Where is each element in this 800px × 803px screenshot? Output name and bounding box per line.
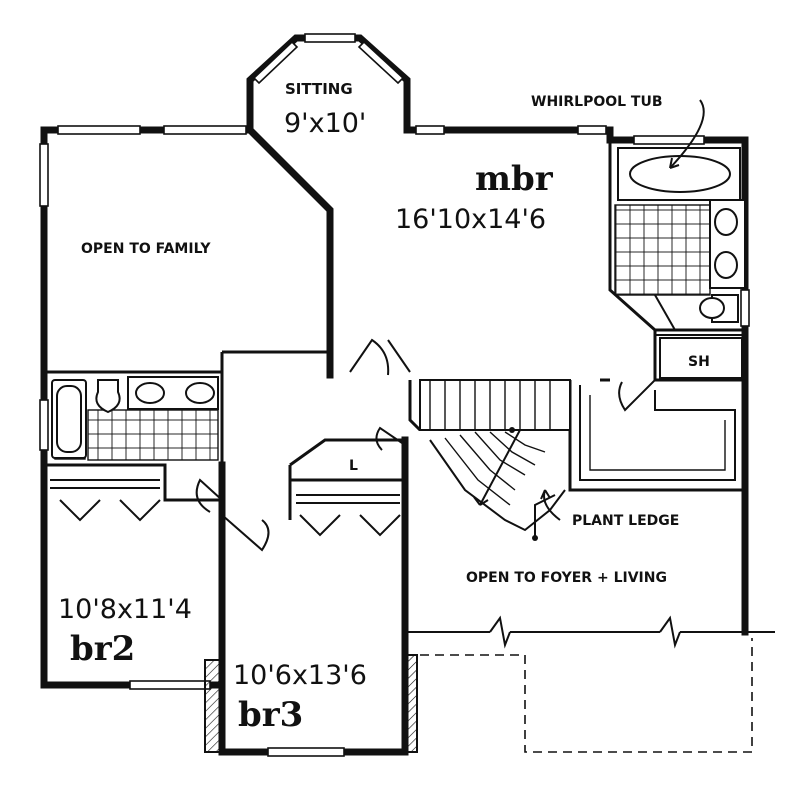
stair bbox=[419, 379, 571, 541]
doors bbox=[195, 294, 676, 552]
br3-name: br3 bbox=[238, 695, 303, 735]
closets bbox=[50, 479, 401, 537]
toilet-icon bbox=[95, 379, 121, 414]
hall-bath bbox=[51, 376, 219, 461]
whirlpool-arrow bbox=[669, 99, 705, 169]
open-family-label: OPEN TO FAMILY bbox=[81, 241, 211, 257]
br3-size: 10'6x13'6 bbox=[233, 660, 367, 691]
windows bbox=[39, 33, 750, 757]
br3-bay-hatch-right bbox=[404, 654, 418, 753]
mbr-size: 16'10x14'6 bbox=[395, 204, 546, 235]
sitting-size: 9'x10' bbox=[284, 108, 366, 139]
shower-label: SH bbox=[688, 354, 710, 370]
linen-label: L bbox=[349, 458, 358, 474]
mbr-name: mbr bbox=[475, 159, 554, 199]
plant-ledge-label: PLANT LEDGE bbox=[572, 513, 679, 529]
sitting-name: SITTING bbox=[285, 80, 353, 98]
master-bath bbox=[614, 147, 746, 379]
br3-bay-hatch bbox=[204, 659, 223, 753]
whirlpool-label: WHIRLPOOL TUB bbox=[531, 94, 663, 110]
shower-icon bbox=[659, 337, 743, 379]
open-foyer-label: OPEN TO FOYER + LIVING bbox=[466, 570, 667, 586]
br2-size: 10'8x11'4 bbox=[58, 594, 192, 625]
interior-walls bbox=[44, 140, 775, 649]
roof-outline bbox=[405, 638, 753, 753]
plant-ledge-arrow bbox=[543, 489, 561, 521]
br2-name: br2 bbox=[70, 629, 135, 669]
